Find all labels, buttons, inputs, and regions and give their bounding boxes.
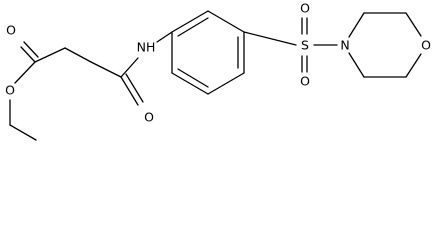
bond	[125, 73, 144, 103]
bond	[14, 61, 36, 84]
bond	[120, 76, 139, 106]
atom-label-morpholine-nitrogen: N	[340, 38, 349, 53]
atom-label-amide-oxygen: O	[144, 110, 154, 125]
atom-label-carbonyl-oxygen: O	[6, 23, 16, 38]
bond	[348, 12, 365, 38]
bond	[405, 53, 422, 78]
bond	[120, 57, 139, 78]
bond	[90, 61, 122, 78]
atom-label-sulfonyl-oxygen-top: O	[300, 1, 310, 16]
bond	[156, 31, 173, 43]
atom-label-morpholine-oxygen: O	[421, 38, 431, 53]
bond	[20, 46, 36, 63]
bond	[177, 17, 209, 37]
atom-label-sulfonyl-oxygen-bottom: O	[300, 74, 310, 89]
bond	[171, 72, 209, 95]
bond	[9, 124, 37, 141]
bond	[23, 41, 39, 58]
atom-label-amide-nh: NH	[137, 40, 156, 55]
structure-diagram: O O O NH S O O N O	[5, 1, 431, 141]
bond	[243, 31, 297, 46]
bond	[405, 12, 422, 37]
atom-label-sulfur: S	[301, 38, 309, 53]
bond	[34, 47, 66, 63]
bond	[177, 68, 209, 88]
bond	[171, 10, 209, 33]
bond	[207, 10, 245, 33]
bond	[348, 52, 365, 78]
atom-labels: O O O NH S O O N O	[5, 1, 431, 125]
bond-lines	[9, 10, 422, 141]
atom-label-ester-oxygen: O	[5, 83, 15, 98]
bond	[207, 72, 245, 95]
bond	[64, 47, 92, 63]
